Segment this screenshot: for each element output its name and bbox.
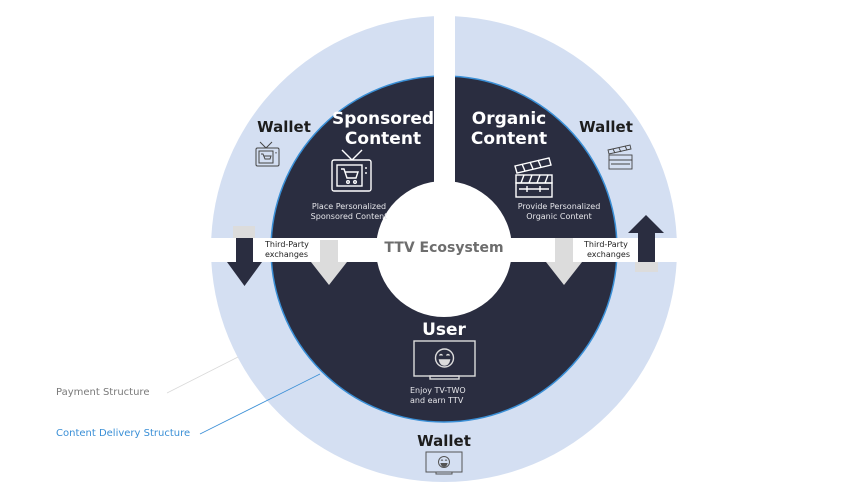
exchange-right-line1: Third-Party: [584, 240, 628, 249]
arrow-organic-down: [546, 238, 582, 285]
delivery-leader-line: [199, 373, 321, 435]
top-divider: [434, 10, 455, 192]
wallet-bottom-label: Wallet: [417, 432, 471, 450]
exchange-right-line2: exchanges: [587, 250, 630, 259]
payment-leader-line: [166, 356, 239, 394]
legend-content-delivery-structure: Content Delivery Structure: [56, 428, 191, 439]
wallet-right-label: Wallet: [579, 118, 633, 136]
user-desc-line2: and earn TTV: [410, 396, 464, 405]
organic-desc-line2: Organic Content: [526, 212, 592, 221]
legend-payment-structure: Payment Structure: [56, 387, 150, 398]
user-desc-line1: Enjoy TV-TWO: [410, 386, 466, 395]
wallet-tv-smiley-icon: [425, 451, 463, 475]
sponsored-desc-line2: Sponsored Content: [310, 212, 388, 221]
wallet-left-label: Wallet: [257, 118, 311, 136]
exchange-left-line2: exchanges: [265, 250, 308, 259]
organic-desc-line1: Provide Personalized: [517, 202, 601, 211]
arrow-sponsored-down: [311, 240, 347, 285]
sponsored-title-line1: Sponsored: [331, 109, 435, 129]
ecosystem-label: TTV Ecosystem: [384, 240, 504, 256]
clapperboard-icon: [514, 157, 553, 198]
arrow-payment-left-down: [227, 226, 262, 286]
organic-title-line1: Organic: [471, 109, 547, 129]
arrow-payment-right-up: [628, 215, 664, 272]
wallet-clapperboard-icon: [607, 144, 633, 170]
user-title: User: [422, 320, 466, 340]
wallet-tv-shopping-cart-icon: [255, 141, 280, 167]
center-circle: [376, 181, 512, 317]
tv-smiley-icon: [413, 340, 476, 380]
sponsored-desc-line1: Place Personalized: [311, 202, 387, 211]
sponsored-title-line2: Content: [344, 129, 422, 149]
organic-title-line2: Content: [470, 129, 548, 149]
exchange-left-line1: Third-Party: [265, 240, 309, 249]
tv-shopping-cart-icon: [331, 149, 372, 192]
